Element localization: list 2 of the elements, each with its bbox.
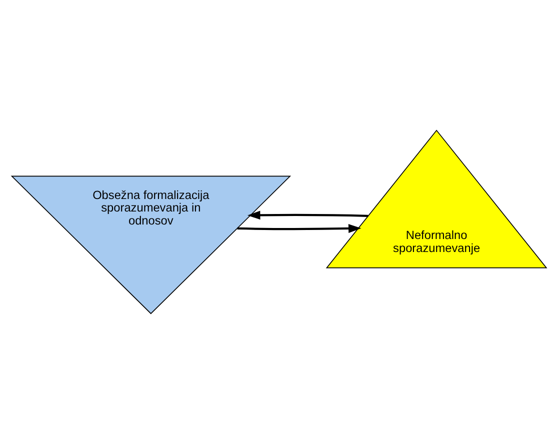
arrow (237, 224, 362, 233)
arrow (247, 210, 368, 220)
